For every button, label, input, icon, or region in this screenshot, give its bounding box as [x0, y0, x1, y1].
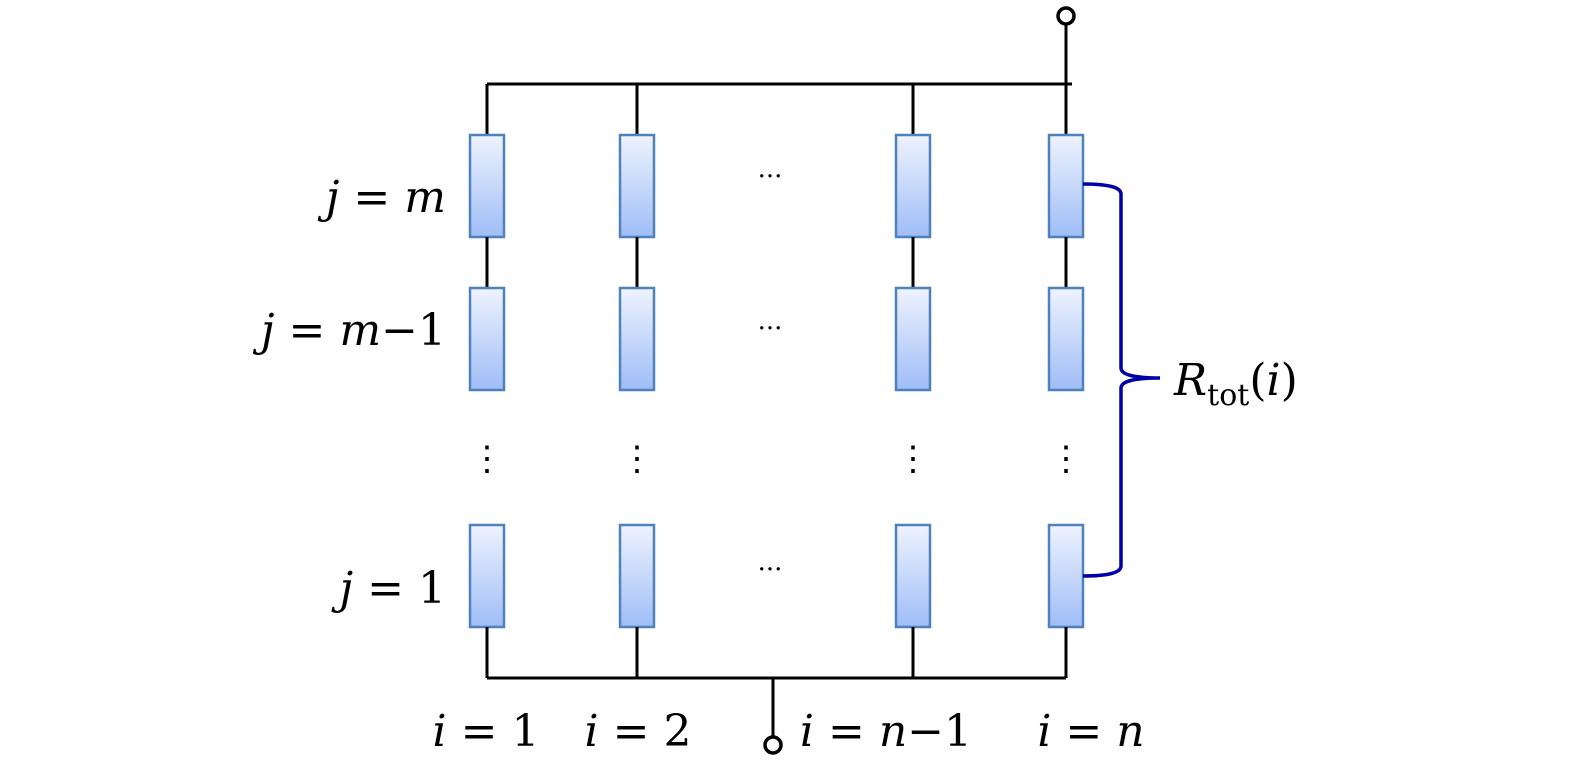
horizontal-ellipsis: ··· [758, 314, 783, 344]
total-resistance-label: Rtot(i) [1173, 355, 1298, 413]
vertical-ellipsis: ⋮ [470, 439, 504, 479]
row-label-j-m-1: j = m−1 [252, 305, 446, 356]
resistor-in-jm-1 [1047, 286, 1085, 392]
column-2 [618, 84, 656, 678]
resistor-i2-j1 [618, 523, 656, 629]
top-terminal [1056, 6, 1076, 26]
column-label-i-1: i = 1 [433, 706, 540, 757]
resistor-i1-jm-1 [468, 286, 506, 392]
resistor-i1-jm [468, 133, 506, 239]
column-label-i-n: i = n [1037, 706, 1144, 757]
vertical-ellipsis: ⋮ [620, 439, 654, 479]
column-label-i-2: i = 2 [585, 706, 692, 757]
bottom-terminal [763, 735, 783, 755]
resistor-in-1-jm-1 [894, 286, 932, 392]
column-label-i-n-1: i = n−1 [800, 706, 972, 757]
resistor-in-1-jm [894, 133, 932, 239]
vertical-ellipsis: ⋮ [1049, 439, 1083, 479]
resistor-i2-jm-1 [618, 286, 656, 392]
column-1 [468, 84, 506, 678]
resistor-i1-j1 [468, 523, 506, 629]
resistor-in-j1 [1047, 523, 1085, 629]
resistor-i2-jm [618, 133, 656, 239]
row-label-j-1: j = 1 [331, 563, 447, 614]
horizontal-ellipsis: ··· [758, 162, 783, 192]
column-n [1047, 84, 1085, 678]
vertical-ellipsis: ⋮ [896, 439, 930, 479]
resistor-in-1-j1 [894, 523, 932, 629]
row-label-j-m: j = m [317, 172, 446, 223]
resistor-in-jm [1047, 133, 1085, 239]
column-n-1 [894, 84, 932, 678]
curly-brace [1082, 182, 1161, 578]
horizontal-ellipsis: ··· [758, 555, 783, 585]
